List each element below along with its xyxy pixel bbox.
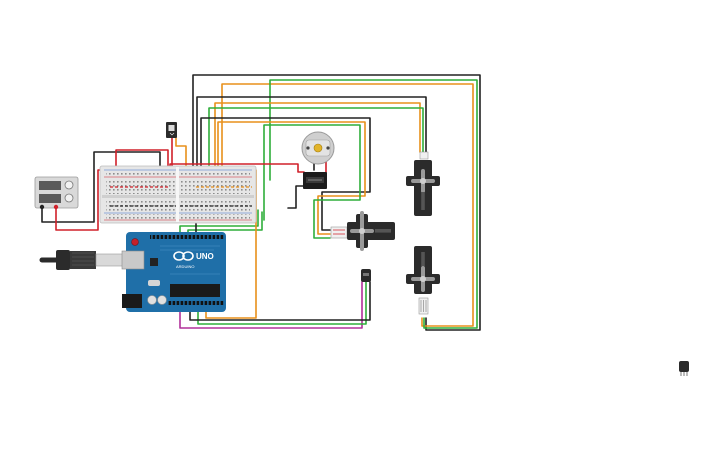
- bb-divider: [176, 167, 179, 222]
- servo-3[interactable]: [406, 246, 440, 315]
- spare-sensor[interactable]: [679, 361, 689, 376]
- uno-power-jack: [122, 294, 142, 308]
- psu-display-1: [39, 181, 61, 190]
- uno-header-bottom: [168, 300, 224, 307]
- switch-lever[interactable]: [168, 125, 175, 131]
- servo-1[interactable]: [406, 151, 440, 216]
- breadboard[interactable]: [99, 165, 257, 224]
- uno-chip: [170, 284, 220, 297]
- wire-green-bb-uno-1[interactable]: [179, 209, 259, 235]
- wire-orange-servo2[interactable]: [217, 121, 366, 235]
- board-logo: UNO: [196, 252, 214, 261]
- usb-cable[interactable]: [39, 250, 127, 270]
- uno-header-top: [150, 234, 224, 241]
- wire-green-servo2[interactable]: [263, 124, 361, 239]
- psu-knob-1[interactable]: [64, 180, 74, 190]
- uno-crystal: [148, 280, 160, 286]
- wires: [41, 74, 481, 331]
- dc-motor[interactable]: [301, 131, 335, 165]
- wire-orange-servo1[interactable]: [214, 102, 421, 181]
- motor-terminal-left[interactable]: [306, 146, 310, 150]
- psu-knob-2[interactable]: [64, 193, 74, 203]
- relay-module[interactable]: [303, 172, 327, 189]
- wire-green-sensor[interactable]: [197, 281, 367, 325]
- motor-terminal-right[interactable]: [326, 146, 330, 150]
- servo-2[interactable]: [330, 211, 395, 251]
- uno-trace-lines: [160, 245, 220, 275]
- wire-orange-switch[interactable]: [175, 137, 187, 167]
- wire-purple-sensor[interactable]: [179, 281, 363, 329]
- wire-black-relay[interactable]: [287, 185, 305, 209]
- board-brand: ARDUINO: [176, 264, 194, 269]
- uno-usb-port: [121, 250, 145, 270]
- wire-green-servo1[interactable]: [208, 107, 424, 181]
- arduino-uno[interactable]: UNO ARDUINO: [121, 232, 226, 312]
- switch-icon: [169, 132, 175, 136]
- temperature-sensor[interactable]: [361, 269, 371, 282]
- wire-orange-top-loop[interactable]: [221, 83, 474, 327]
- wire-black-servo2[interactable]: [200, 117, 371, 231]
- slide-switch[interactable]: [166, 122, 177, 138]
- wire-black-psu[interactable]: [41, 151, 161, 223]
- usb-plug-icon: [95, 253, 127, 267]
- psu-display-2: [39, 194, 61, 203]
- power-supply[interactable]: [34, 176, 79, 210]
- uno-small-chip: [150, 258, 158, 266]
- uno-capacitor-1: [147, 295, 157, 305]
- motor-shaft-icon: [313, 143, 323, 153]
- uno-reset-button[interactable]: [131, 238, 139, 246]
- psu-terminal-black[interactable]: [39, 204, 45, 210]
- uno-capacitor-2: [157, 295, 167, 305]
- wire-black-servo1[interactable]: [196, 96, 427, 181]
- arduino-logo-icon: [173, 251, 194, 261]
- psu-terminal-red[interactable]: [53, 204, 59, 210]
